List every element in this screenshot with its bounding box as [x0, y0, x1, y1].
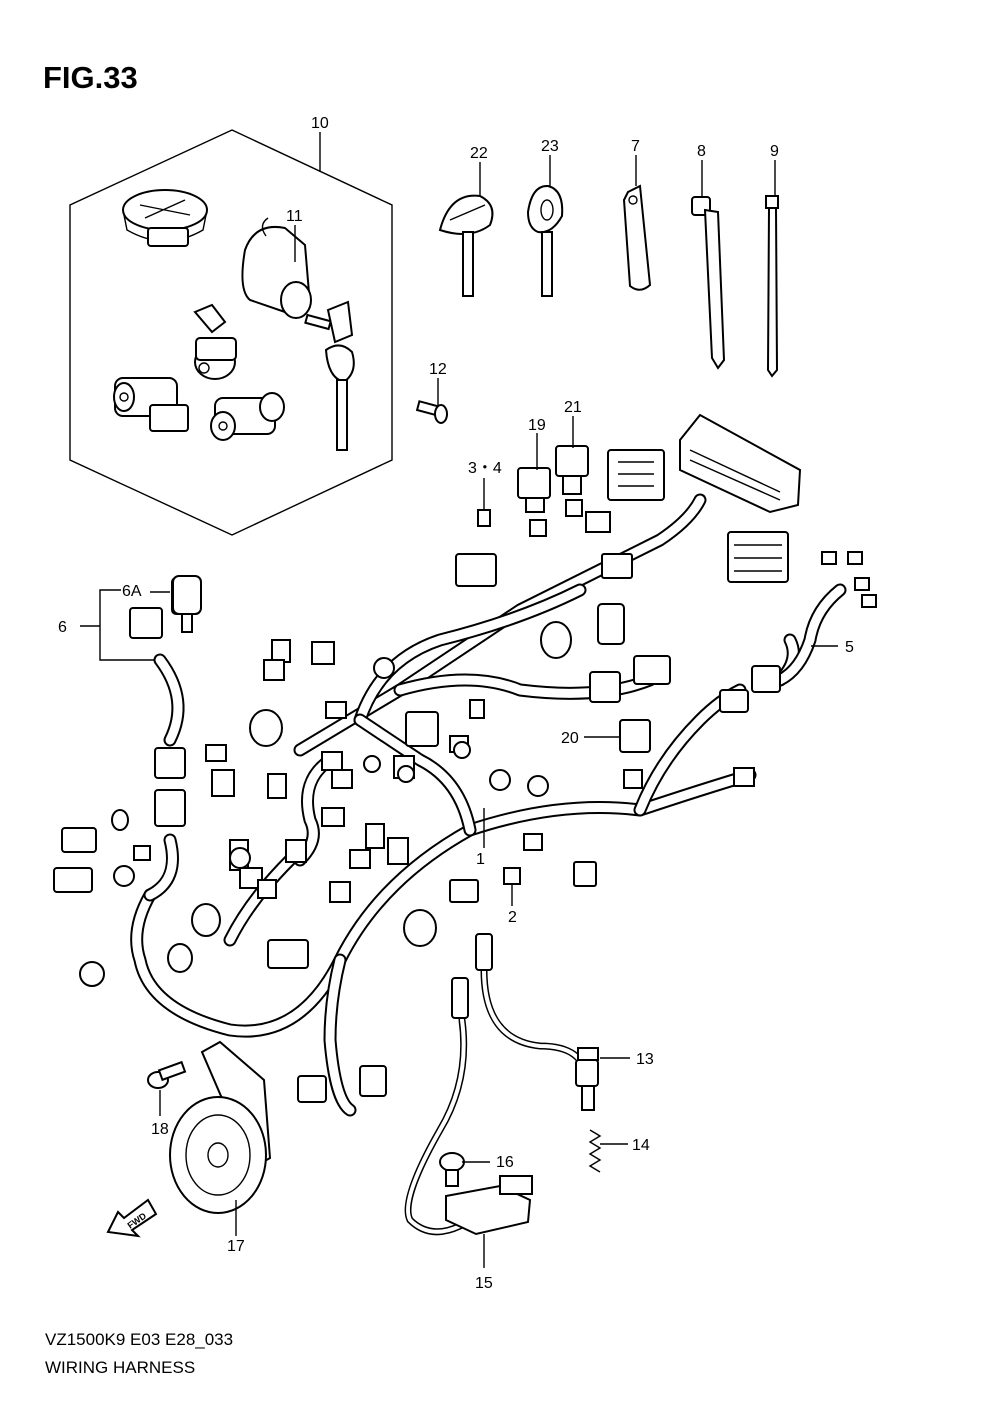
- callout-21: 21: [564, 399, 582, 416]
- callout-12: 12: [429, 361, 447, 378]
- callout-3-4: 3・4: [468, 460, 502, 477]
- callout-2: 2: [508, 909, 517, 926]
- fuse-box[interactable]: [607, 449, 665, 501]
- switch-lead-13[interactable]: [475, 933, 599, 1111]
- seat-lock[interactable]: [193, 303, 237, 380]
- relay-19[interactable]: [517, 467, 551, 513]
- callout-20: 20: [561, 730, 579, 747]
- callout-9: 9: [770, 143, 779, 160]
- bolt-16[interactable]: [439, 1152, 465, 1187]
- callout-18: 18: [151, 1121, 169, 1138]
- callout-23: 23: [541, 138, 559, 155]
- key-blank-22[interactable]: [438, 194, 494, 297]
- callout-8: 8: [697, 143, 706, 160]
- callout-5: 5: [845, 639, 854, 656]
- cable-tie-9[interactable]: [765, 195, 779, 378]
- callout-17: 17: [227, 1238, 245, 1255]
- relay-20[interactable]: [619, 719, 651, 753]
- callout-6: 6: [58, 619, 67, 636]
- sub-harness-5[interactable]: [751, 551, 877, 693]
- fuel-cap-lock[interactable]: [122, 189, 208, 247]
- ignition-switch[interactable]: [241, 217, 355, 451]
- assembly-name: WIRING HARNESS: [45, 1358, 196, 1377]
- main-wiring-harness[interactable]: [130, 493, 800, 1117]
- bolt-18[interactable]: [147, 1060, 187, 1089]
- callout-22: 22: [470, 145, 488, 162]
- spring-14[interactable]: [588, 1129, 602, 1173]
- forward-arrow-icon: FWD: [106, 1198, 158, 1238]
- horn[interactable]: [169, 1040, 272, 1214]
- callout-1: 1: [476, 851, 485, 868]
- callout-15: 15: [475, 1275, 493, 1292]
- figure-title: FIG.33: [43, 60, 138, 95]
- callout-14: 14: [632, 1137, 650, 1154]
- relay-21[interactable]: [555, 445, 589, 495]
- steering-lock[interactable]: [210, 392, 285, 441]
- key-blank-23[interactable]: [526, 184, 564, 297]
- callout-10: 10: [311, 115, 329, 132]
- wire-clamp[interactable]: [622, 184, 652, 291]
- callout-labels: 1 2 3・4 5 6 6A 7 8 9 10 11 12 13 14 15 1…: [58, 115, 854, 1292]
- callout-11: 11: [286, 208, 303, 225]
- callout-13: 13: [636, 1051, 654, 1068]
- switch-lead-15[interactable]: [404, 977, 533, 1236]
- callout-19: 19: [528, 417, 546, 434]
- model-code: VZ1500K9 E03 E28_033: [45, 1330, 234, 1349]
- cable-tie-8[interactable]: [691, 196, 726, 370]
- callout-16: 16: [496, 1154, 514, 1171]
- lock-set-kit-box: [69, 129, 393, 536]
- screw-12[interactable]: [415, 400, 448, 424]
- harness-connectors[interactable]: [53, 499, 789, 1103]
- callout-7: 7: [631, 138, 640, 155]
- leader-lines: [80, 132, 838, 1268]
- ecm-connector[interactable]: [679, 413, 802, 514]
- speed-sensor-6a[interactable]: [172, 575, 202, 633]
- fuse-3-4[interactable]: [477, 509, 491, 527]
- helmet-lock[interactable]: [113, 377, 189, 432]
- callout-6a: 6A: [122, 583, 142, 600]
